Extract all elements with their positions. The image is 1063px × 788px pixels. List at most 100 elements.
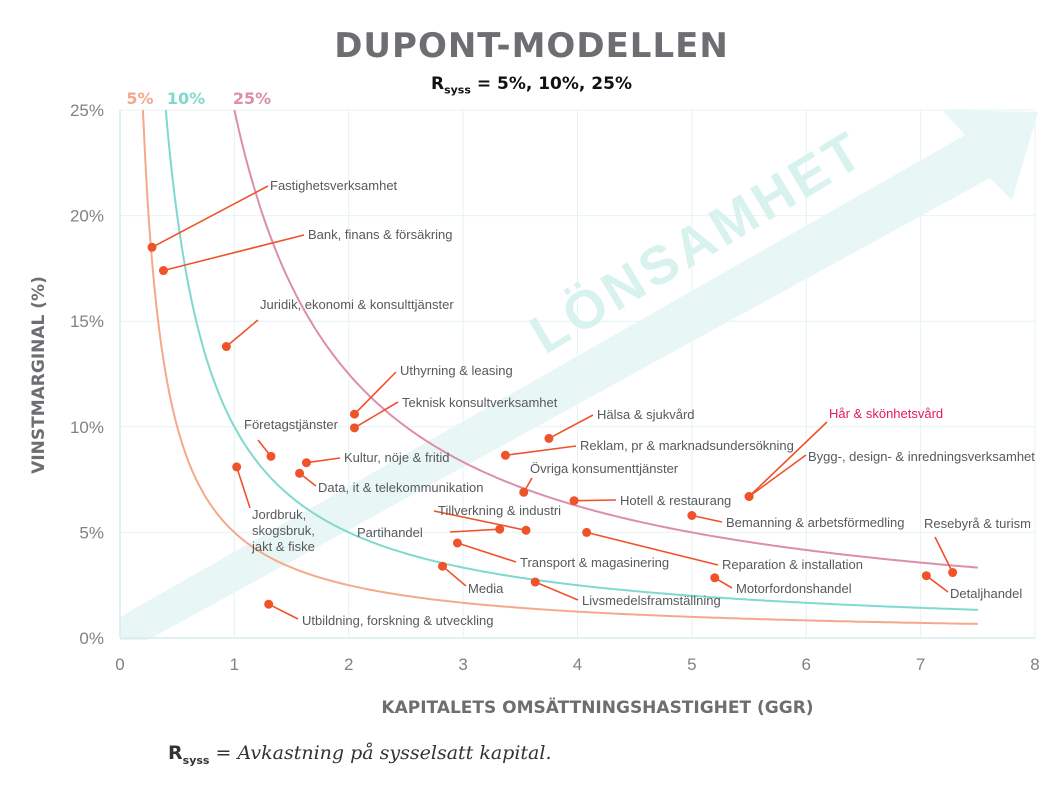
x-tick-label: 4 xyxy=(573,655,582,674)
data-point xyxy=(544,433,554,443)
data-point xyxy=(452,538,462,548)
data-point-group: Media xyxy=(438,561,504,596)
curve-10 xyxy=(164,110,978,611)
data-label: Bygg-, design- & inredningsverksamhet xyxy=(808,449,1035,464)
data-label: Jordbruk,skogsbruk,jakt & fiske xyxy=(251,507,315,554)
y-tick-label: 0% xyxy=(79,629,104,648)
leader-line xyxy=(925,575,949,593)
subtitle-sub: syss xyxy=(444,83,471,97)
data-point-group: Övriga konsumenttjänster xyxy=(519,461,679,497)
data-point-group: Uthyrning & leasing xyxy=(349,363,513,419)
leader-line xyxy=(505,445,577,457)
footnote: Rsyss = Avkastning på sysselsatt kapital… xyxy=(168,742,552,767)
data-point-group: Reparation & installation xyxy=(582,527,863,572)
curve-25 xyxy=(233,110,978,569)
data-point-group: Resebyrå & turism xyxy=(924,516,1031,578)
data-label: Detaljhandel xyxy=(950,586,1022,601)
data-label: Företagstjänster xyxy=(244,417,339,432)
data-point xyxy=(687,511,697,521)
data-point-group: Juridik, ekonomi & konsulttjänster xyxy=(221,297,454,352)
leader-line xyxy=(354,401,399,429)
data-point xyxy=(266,451,276,461)
data-label-line: Jordbruk, xyxy=(252,507,306,522)
y-tick-label: 25% xyxy=(70,101,104,120)
curve-label: 5% xyxy=(126,89,153,108)
data-point xyxy=(500,450,510,460)
y-tick-label: 10% xyxy=(70,418,104,437)
data-point-group: Partihandel xyxy=(357,524,505,540)
data-point-group: Jordbruk,skogsbruk,jakt & fiske xyxy=(232,462,315,554)
data-point-group: Motorfordonshandel xyxy=(710,573,852,596)
data-point-group: Tillverkning & industri xyxy=(433,503,561,535)
data-label: Partihandel xyxy=(357,525,423,540)
data-label: Reklam, pr & marknadsundersökning xyxy=(580,438,794,453)
data-label: Fastighetsverksamhet xyxy=(270,178,398,193)
data-point xyxy=(295,468,305,478)
leader-line xyxy=(235,466,251,509)
leader-line xyxy=(691,514,723,523)
subtitle-values: = 5%, 10%, 25% xyxy=(470,74,632,94)
footnote-text: = Avkastning på sysselsatt kapital. xyxy=(209,742,552,764)
data-point-group: Hotell & restaurang xyxy=(569,493,731,508)
data-label-line: jakt & fiske xyxy=(251,539,315,554)
y-axis-label: VINSTMARGINAL (%) xyxy=(29,276,49,474)
leader-line xyxy=(534,581,579,601)
data-label: Kultur, nöje & fritid xyxy=(344,450,450,465)
data-point-group: Utbildning, forskning & utveckling xyxy=(264,599,494,628)
data-label: Hotell & restaurang xyxy=(620,493,731,508)
data-point xyxy=(495,524,505,534)
data-point xyxy=(921,571,931,581)
data-label: Hår & skönhetsvård xyxy=(829,406,943,421)
data-point xyxy=(582,527,592,537)
arrow-shape xyxy=(120,110,1038,640)
x-tick-label: 8 xyxy=(1030,655,1039,674)
data-point xyxy=(948,568,958,578)
x-axis-label: KAPITALETS OMSÄTTNINGSHASTIGHET (GGR) xyxy=(381,696,813,718)
y-tick-label: 20% xyxy=(70,207,104,226)
x-tick-label: 1 xyxy=(230,655,239,674)
data-label: Livsmedelsframställning xyxy=(582,593,721,608)
data-point xyxy=(221,342,231,352)
leader-line xyxy=(574,499,617,502)
data-point xyxy=(349,423,359,433)
leader-line xyxy=(934,536,954,573)
data-label: Bank, finans & försäkring xyxy=(308,227,453,242)
leader-line xyxy=(548,414,594,440)
x-tick-label: 3 xyxy=(458,655,467,674)
data-point-group: Reklam, pr & marknadsundersökning xyxy=(500,438,794,460)
curve-label: 25% xyxy=(233,89,271,108)
data-point xyxy=(349,409,359,419)
data-label: Bemanning & arbetsförmedling xyxy=(726,515,905,530)
x-tick-label: 6 xyxy=(802,655,811,674)
data-label: Juridik, ekonomi & konsulttjänster xyxy=(260,297,454,312)
data-label: Uthyrning & leasing xyxy=(400,363,513,378)
data-point-group: Detaljhandel xyxy=(921,571,1022,601)
leader-line xyxy=(163,234,305,272)
curve-label: 10% xyxy=(167,89,205,108)
data-point xyxy=(147,242,157,252)
data-point-group: Teknisk konsultverksamhet xyxy=(349,395,558,433)
leader-line xyxy=(748,421,828,498)
data-point-group: Kultur, nöje & fritid xyxy=(301,450,450,468)
data-point xyxy=(521,525,531,535)
footnote-r: Rsyss xyxy=(168,742,210,767)
data-label: Media xyxy=(468,581,504,596)
data-label: Utbildning, forskning & utveckling xyxy=(302,613,494,628)
data-label: Tillverkning & industri xyxy=(438,503,561,518)
data-point-group: Bank, finans & försäkring xyxy=(158,227,453,276)
data-point-group: Fastighetsverksamhet xyxy=(147,178,398,252)
data-point-group: Hälsa & sjukvård xyxy=(544,407,695,443)
x-tick-label: 5 xyxy=(687,655,696,674)
y-tick-label: 5% xyxy=(79,523,104,542)
data-point xyxy=(710,573,720,583)
page-title: DUPONT-MODELLEN xyxy=(334,26,729,66)
data-label: Resebyrå & turism xyxy=(924,516,1031,531)
data-label: Reparation & installation xyxy=(722,557,863,572)
x-tick-label: 0 xyxy=(115,655,124,674)
leader-line xyxy=(268,603,299,620)
data-point xyxy=(519,487,529,497)
data-label: Teknisk konsultverksamhet xyxy=(402,395,558,410)
data-point-group: Företagstjänster xyxy=(244,417,339,461)
data-point xyxy=(232,462,242,472)
data-point-group: Data, it & telekommunikation xyxy=(295,468,483,495)
